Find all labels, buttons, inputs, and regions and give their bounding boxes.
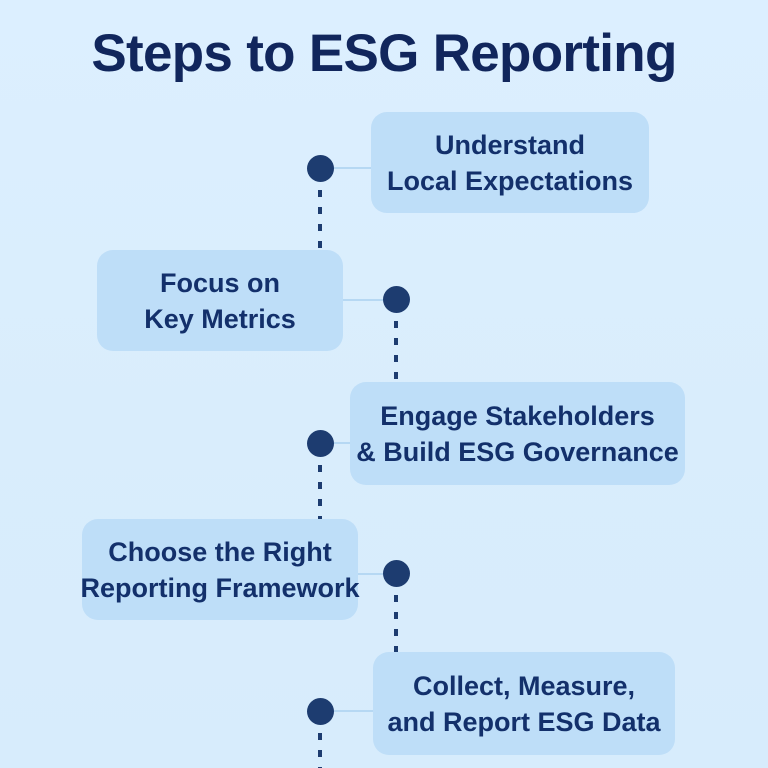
step-card-1-line-2: Local Expectations — [386, 165, 634, 196]
step-card-2[interactable]: Focus on Key Metrics — [97, 250, 343, 351]
dashed-connector-4 — [394, 595, 398, 659]
step-card-5-line-2: and Report ESG Data — [387, 706, 661, 737]
step-marker-4[interactable] — [383, 560, 410, 587]
step-card-3-line-2: & Build ESG Governance — [356, 436, 679, 467]
page-title: Steps to ESG Reporting — [91, 24, 677, 83]
step-card-3-line-1: Engage Stakeholders — [380, 400, 655, 431]
step-card-5-line-1: Collect, Measure, — [412, 670, 636, 701]
step-card-4-line-2: Reporting Framework — [80, 572, 360, 603]
step-marker-5[interactable] — [307, 698, 334, 725]
dashed-connector-3 — [318, 465, 322, 529]
dashed-connector-1 — [318, 190, 322, 254]
step-card-4[interactable]: Choose the Right Reporting Framework — [80, 519, 360, 620]
connector-line-5 — [330, 710, 378, 712]
step-card-3[interactable]: Engage Stakeholders & Build ESG Governan… — [350, 382, 685, 485]
step-card-1[interactable]: Understand Local Expectations — [371, 112, 649, 213]
step-card-2-line-1: Focus on — [160, 267, 280, 298]
step-card-1-line-1: Understand — [434, 129, 586, 160]
connector-line-3 — [330, 442, 360, 444]
step-card-5[interactable]: Collect, Measure, and Report ESG Data — [373, 652, 675, 755]
step-card-4-line-1: Choose the Right — [108, 536, 332, 567]
connector-line-2 — [343, 299, 389, 301]
step-marker-1[interactable] — [307, 155, 334, 182]
step-marker-3[interactable] — [307, 430, 334, 457]
step-marker-2[interactable] — [383, 286, 410, 313]
connector-line-4 — [358, 573, 390, 575]
dashed-connector-5 — [318, 733, 322, 768]
connector-line-1 — [330, 167, 376, 169]
dashed-connector-2 — [394, 321, 398, 385]
step-card-2-line-2: Key Metrics — [144, 303, 296, 334]
